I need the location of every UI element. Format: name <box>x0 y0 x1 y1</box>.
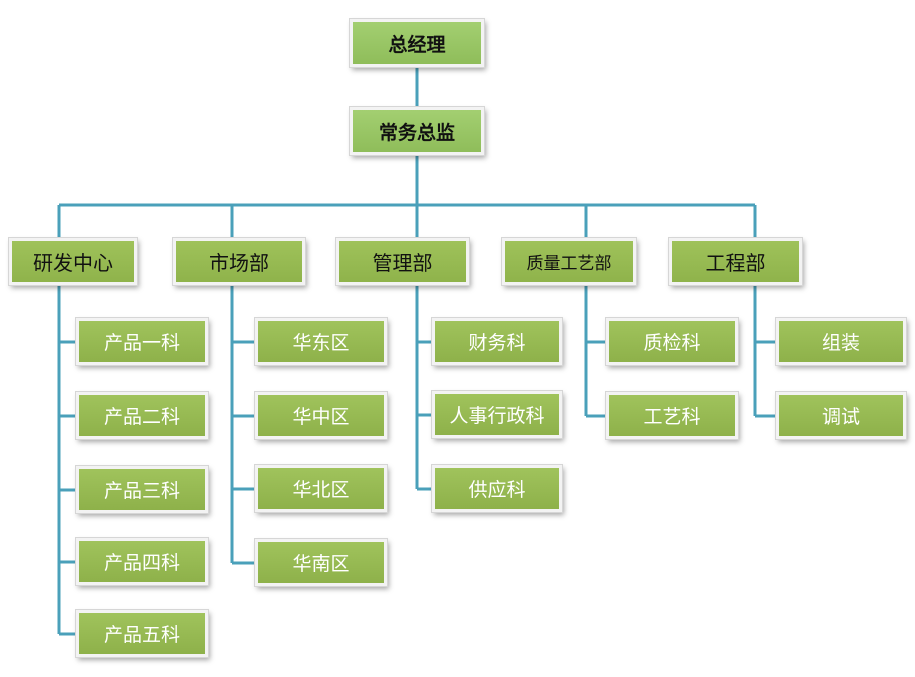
coo-box: 常务总监 <box>349 106 485 156</box>
unit-box: 质检科 <box>605 317 739 366</box>
unit-label: 华中区 <box>292 406 350 428</box>
unit-label: 华北区 <box>292 479 350 501</box>
ceo-box: 总经理 <box>349 18 485 68</box>
unit-label: 产品一科 <box>103 332 180 354</box>
unit-box: 财务科 <box>431 317 563 366</box>
dept-label: 研发中心 <box>33 251 113 275</box>
unit-label: 华南区 <box>292 553 350 575</box>
unit-box: 供应科 <box>431 464 563 513</box>
unit-box: 产品三科 <box>75 465 209 514</box>
dept-box-marketing: 市场部 <box>172 237 306 286</box>
ceo-label: 总经理 <box>388 33 446 56</box>
unit-label: 质检科 <box>643 332 701 354</box>
unit-box: 华北区 <box>254 464 388 513</box>
unit-box: 产品一科 <box>75 317 209 366</box>
unit-label: 产品三科 <box>103 480 180 502</box>
unit-box: 调试 <box>775 391 907 440</box>
unit-label: 产品五科 <box>103 624 180 646</box>
unit-label: 供应科 <box>468 479 526 501</box>
unit-box: 产品二科 <box>75 391 209 440</box>
unit-label: 组装 <box>821 332 860 354</box>
unit-label: 产品四科 <box>103 552 180 574</box>
unit-box: 工艺科 <box>605 391 739 440</box>
unit-box: 人事行政科 <box>431 390 563 439</box>
dept-box-rnd: 研发中心 <box>8 237 138 286</box>
dept-label: 市场部 <box>209 251 269 275</box>
unit-label: 工艺科 <box>643 406 701 428</box>
coo-label: 常务总监 <box>378 121 455 144</box>
unit-label: 财务科 <box>468 332 526 354</box>
unit-label: 调试 <box>821 406 860 428</box>
dept-label: 管理部 <box>372 251 433 275</box>
dept-label: 工程部 <box>705 251 766 275</box>
unit-label: 产品二科 <box>103 406 180 428</box>
unit-box: 组装 <box>775 317 907 366</box>
unit-box: 华东区 <box>254 317 388 366</box>
unit-box: 产品四科 <box>75 537 209 586</box>
dept-box-management: 管理部 <box>335 237 470 286</box>
unit-box: 华南区 <box>254 538 388 587</box>
unit-label: 人事行政科 <box>449 405 545 427</box>
unit-label: 华东区 <box>292 332 350 354</box>
unit-box: 产品五科 <box>75 609 209 658</box>
dept-box-quality: 质量工艺部 <box>501 237 637 286</box>
unit-box: 华中区 <box>254 391 388 440</box>
dept-box-engineering: 工程部 <box>668 237 803 286</box>
dept-label: 质量工艺部 <box>526 254 612 274</box>
